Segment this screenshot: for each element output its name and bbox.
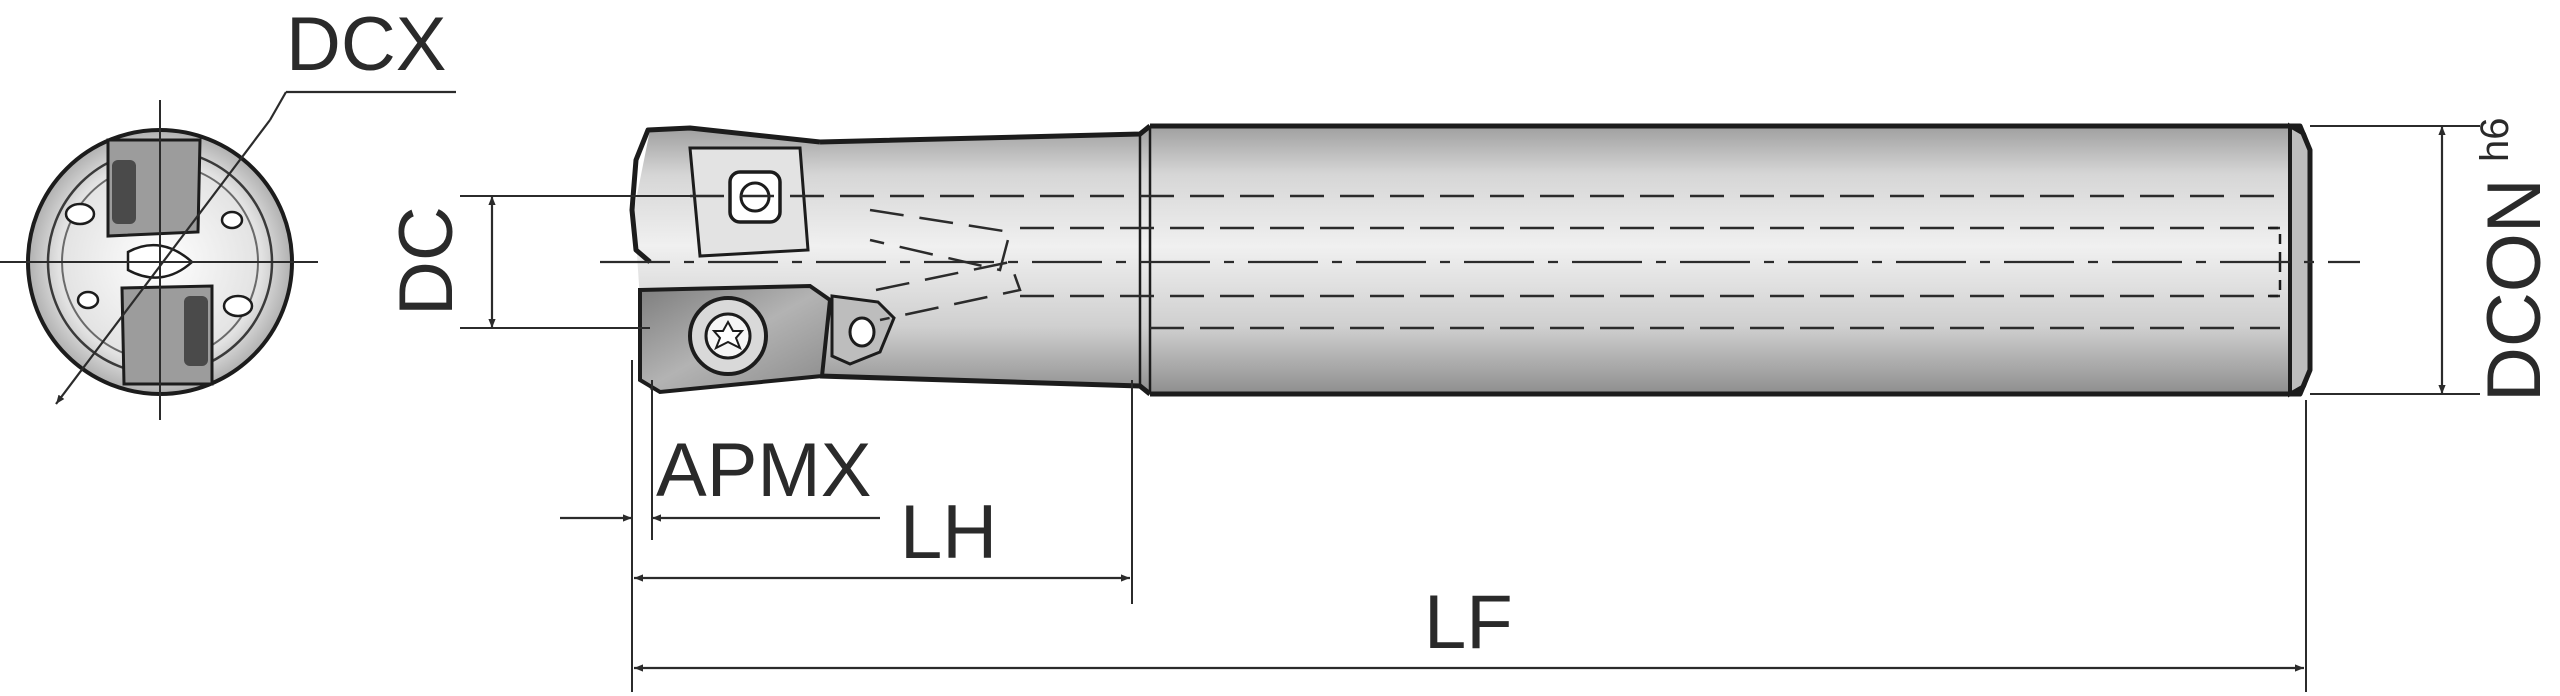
- end-view-insert-bottom: [184, 296, 208, 366]
- end-view-coolant-hole-4: [220, 210, 244, 230]
- label-dc: DC: [384, 206, 469, 316]
- end-view-coolant-hole-3: [76, 290, 100, 310]
- shank-end-chamfer: [2288, 122, 2312, 398]
- coolant-channel-lower: [875, 260, 1022, 322]
- coolant-channel-upper: [869, 208, 1012, 272]
- hidden-bore-end: [2268, 226, 2282, 298]
- label-lf: LF: [1424, 580, 1513, 665]
- label-apmx: APMX: [656, 428, 871, 513]
- label-dcon: DCON: [2472, 178, 2557, 402]
- coolant-outlet: [848, 316, 876, 348]
- dcx-diameter-line: [55, 119, 271, 405]
- side-view: [600, 122, 2360, 398]
- end-view-insert-top: [112, 160, 136, 224]
- torx-star: [711, 319, 745, 351]
- label-lh: LH: [900, 490, 997, 575]
- end-view: DCX: [0, 2, 456, 420]
- end-view-coolant-hole-1: [64, 202, 96, 226]
- end-view-coolant-hole-2: [222, 294, 254, 318]
- label-dcon-tolerance: h6: [2473, 118, 2517, 163]
- dimensions: DC DCON h6 APMX LH LF: [384, 118, 2557, 692]
- label-dcx: DCX: [286, 2, 446, 87]
- shank-outline: [1150, 123, 2313, 397]
- dcx-leader-line: [269, 91, 287, 121]
- neck-body: [820, 126, 1150, 394]
- shank-body: [1150, 126, 2300, 394]
- head-outline-top: [629, 125, 821, 264]
